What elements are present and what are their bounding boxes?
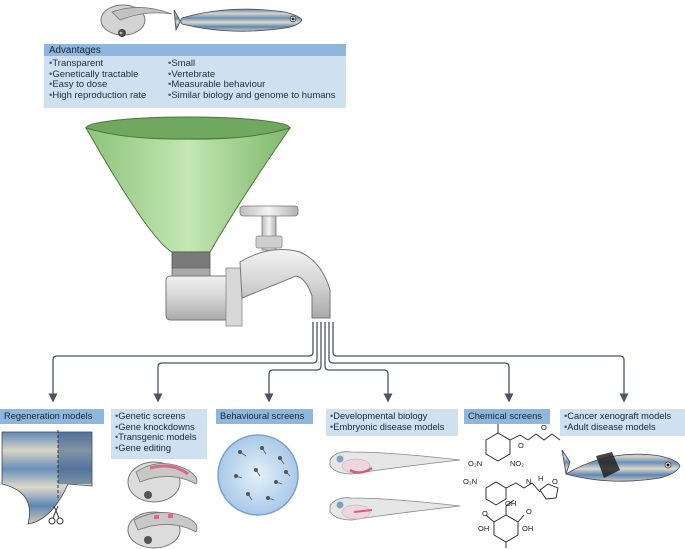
- genetic-item: Transgenic models: [115, 432, 203, 443]
- embryo-genetic-1-icon: [127, 461, 198, 503]
- distribution-arrows: [48, 322, 629, 403]
- chem-h: H: [538, 474, 543, 483]
- scissors-icon: [48, 505, 64, 525]
- chem-oh: OH: [505, 499, 516, 508]
- chem-o3: O: [552, 477, 558, 486]
- developmental-box: Developmental biology Embryonic disease …: [326, 409, 458, 436]
- genetic-screens-box: Genetic screens Gene knockdowns Transgen…: [111, 409, 207, 459]
- larva-2-icon: [329, 497, 461, 521]
- embryo-top-icon: [100, 4, 173, 37]
- chem-oh3: OH: [522, 524, 533, 533]
- advantage-item: High reproduction rate: [49, 90, 168, 102]
- advantages-title: Advantages: [44, 44, 346, 56]
- advantage-item: Vertebrate: [168, 69, 336, 81]
- chem-no2-b: NO₂: [510, 459, 524, 468]
- funnel-icon: [84, 116, 292, 283]
- larva-1-icon: [329, 451, 461, 475]
- chem-o4: O: [482, 509, 488, 518]
- genetic-item: Genetic screens: [115, 411, 203, 422]
- chem-o2: O: [541, 423, 547, 432]
- advantage-item: Measurable behaviour: [168, 80, 336, 91]
- developmental-item: Developmental biology: [330, 411, 454, 422]
- cancer-item: Cancer xenograft models: [564, 411, 681, 422]
- genetic-item: Gene editing: [115, 443, 203, 454]
- advantage-item: Easy to dose: [49, 80, 168, 91]
- cancer-item: Adult disease models: [564, 422, 681, 433]
- chemical-screens-label: Chemical screens: [464, 409, 550, 424]
- advantage-item: Small: [168, 58, 336, 70]
- petri-dish-icon: [217, 434, 299, 516]
- advantages-box: Advantages Transparent Genetically tract…: [44, 44, 346, 108]
- chem-o2n-c: O₂N: [463, 477, 477, 486]
- regeneration-models-label: Regeneration models: [0, 409, 104, 424]
- chem-n: N: [526, 477, 531, 486]
- embryo-genetic-2-icon: [127, 511, 198, 549]
- genetic-item: Gene knockdowns: [115, 422, 203, 433]
- chem-o5: O: [526, 507, 532, 516]
- behavioural-screens-label: Behavioural screens: [216, 409, 313, 424]
- chem-o1: O: [518, 441, 524, 450]
- chemical-structures-icon: [485, 417, 561, 548]
- chem-oh2: OH: [478, 524, 489, 533]
- developmental-item: Embryonic disease models: [330, 422, 454, 433]
- adult-zebrafish-icon: [561, 449, 681, 482]
- advantage-item: Similar biology and genome to humans: [168, 90, 335, 102]
- chem-o2n-a: O₂N: [468, 459, 482, 468]
- zebrafish-top-icon: [173, 8, 303, 32]
- tap-icon: [165, 205, 331, 327]
- advantage-item: Transparent: [49, 58, 168, 70]
- regeneration-fin-icon: [1, 430, 93, 525]
- advantage-item: Genetically tractable: [49, 69, 168, 81]
- cancer-box: Cancer xenograft models Adult disease mo…: [560, 409, 685, 436]
